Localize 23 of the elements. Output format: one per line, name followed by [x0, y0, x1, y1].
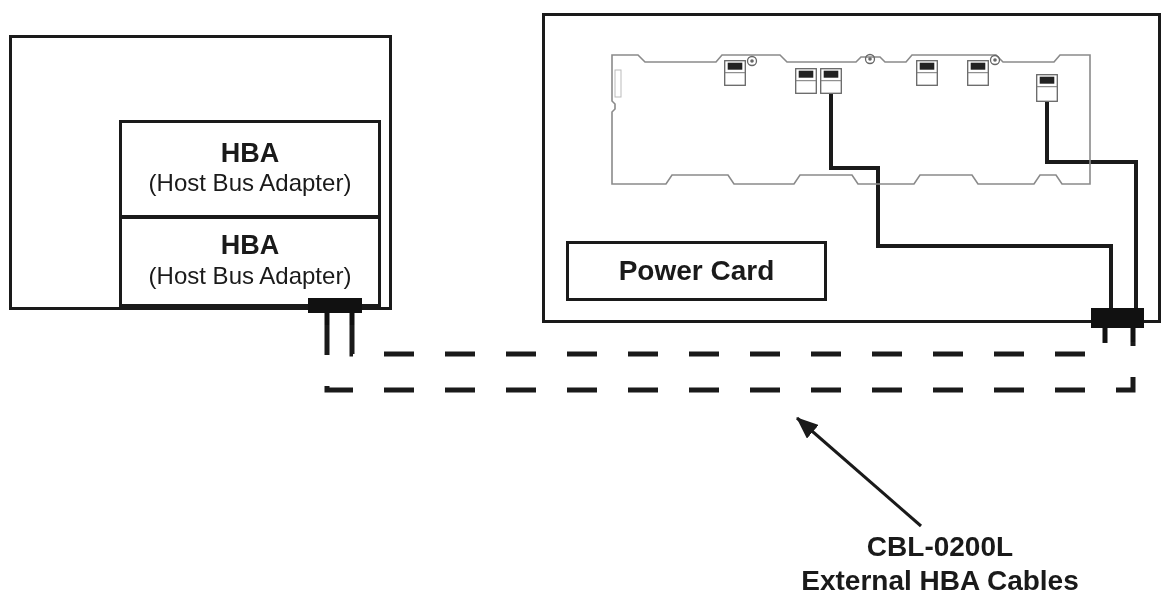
connector-port [916, 60, 938, 86]
hba-card [119, 120, 381, 219]
connector-port [1036, 74, 1058, 102]
power-card [566, 241, 827, 301]
leader-arrow [796, 416, 922, 528]
hba-card [119, 215, 381, 307]
storage-enclosure [542, 13, 1161, 323]
card-subtitle: (Host Bus Adapter) [148, 261, 352, 291]
connector-port [795, 68, 817, 94]
cable [1045, 102, 1138, 308]
card-title: HBA [220, 136, 280, 170]
cable [829, 94, 1113, 308]
card-subtitle: (Host Bus Adapter) [148, 169, 352, 199]
connector-port [724, 60, 746, 86]
cable-caption: External HBA Cables [801, 563, 1079, 598]
connector-port [967, 60, 989, 86]
cable-connector [1091, 308, 1144, 342]
part-number-label: CBL-0200L [866, 530, 1014, 564]
cable-connector [308, 298, 362, 325]
card-title: HBA [220, 229, 280, 262]
server-chassis [9, 35, 392, 310]
card-title: Power Card [618, 254, 775, 288]
connector-port [820, 68, 842, 94]
